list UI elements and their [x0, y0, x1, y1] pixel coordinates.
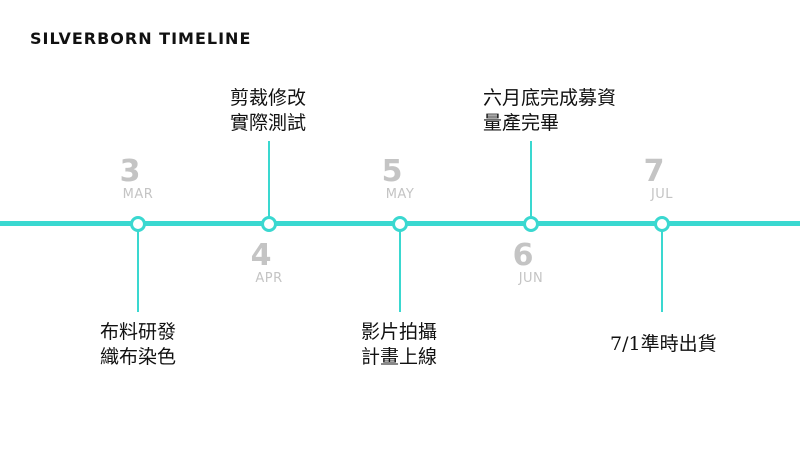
milestone-may-line-1: 影片拍攝: [361, 321, 438, 343]
milestone-jul-line-1: 7/1準時出貨: [610, 333, 717, 355]
milestone-jun-line-2: 量產完畢: [483, 112, 560, 134]
milestone-apr-line-2: 實際測試: [230, 112, 307, 134]
timeline-node-may: [392, 216, 408, 232]
month-number-may: 5: [381, 154, 403, 189]
connector-may: [399, 230, 401, 312]
connector-jun: [530, 141, 532, 217]
month-label-jun: JUN: [518, 271, 544, 286]
milestone-may-line-2: 計畫上線: [361, 346, 438, 368]
milestone-jun: 六月底完成募資 量產完畢: [483, 86, 616, 136]
timeline-title: SILVERBORN TIMELINE: [30, 29, 252, 48]
month-label-mar: MAR: [122, 187, 154, 202]
milestone-may: 影片拍攝 計畫上線: [361, 320, 437, 370]
month-label-apr: APR: [255, 271, 283, 286]
month-number-jul: 7: [643, 154, 665, 189]
milestone-apr-line-1: 剪裁修改: [230, 87, 307, 109]
month-number-jun: 6: [512, 238, 534, 273]
milestone-apr: 剪裁修改 實際測試: [230, 86, 306, 136]
timeline-node-jun: [523, 216, 539, 232]
timeline-node-jul: [654, 216, 670, 232]
milestone-jun-line-1: 六月底完成募資: [483, 87, 617, 109]
month-label-jul: JUL: [650, 187, 674, 202]
milestone-mar-line-1: 布料研發: [100, 321, 177, 343]
month-label-may: MAY: [385, 187, 415, 202]
milestone-jul: 7/1準時出貨: [610, 332, 717, 357]
month-number-mar: 3: [119, 154, 141, 189]
connector-apr: [268, 141, 270, 217]
timeline-node-mar: [130, 216, 146, 232]
milestone-mar-line-2: 織布染色: [100, 346, 177, 368]
timeline-node-apr: [261, 216, 277, 232]
month-number-apr: 4: [250, 238, 272, 273]
milestone-mar: 布料研發 織布染色: [100, 320, 176, 370]
connector-mar: [137, 230, 139, 312]
connector-jul: [661, 230, 663, 312]
